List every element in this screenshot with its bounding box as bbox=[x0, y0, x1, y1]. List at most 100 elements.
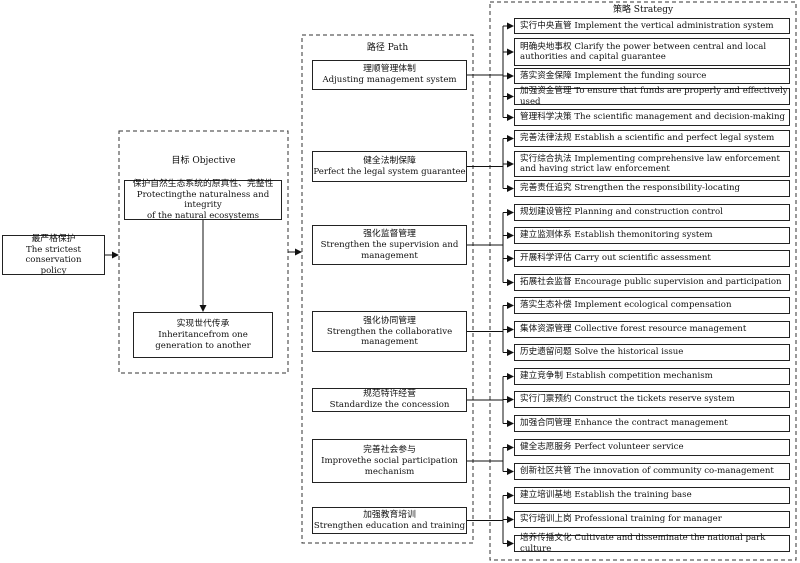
strategy-zh-label: 建立监测体系 bbox=[520, 230, 572, 241]
strategy-en-label: The innovation of community co-managemen… bbox=[574, 466, 774, 477]
strategy-text: 历史遗留问题 Solve the historical issue bbox=[520, 347, 789, 357]
strategy-group-label: 策略 Strategy bbox=[612, 5, 674, 15]
strategy-box: 集体资源管理 Collective forest resource manage… bbox=[514, 321, 790, 338]
strategy-text: 加强资金管理 To ensure that funds are properly… bbox=[520, 86, 789, 107]
path-en-label: Perfect the legal system guarantee bbox=[313, 166, 466, 177]
path-group-frame bbox=[301, 34, 474, 544]
path-en-label: Standardize the concession bbox=[329, 400, 450, 411]
objective-en-label: Inheritancefrom one generation to anothe… bbox=[155, 330, 251, 351]
path-zh-label: 加强教育培训 bbox=[363, 509, 416, 520]
path-zh-label: 规范特许经营 bbox=[363, 389, 416, 400]
strategy-zh-label: 完善责任追究 bbox=[520, 183, 572, 194]
strategy-box: 管理科学决策 The scientific management and dec… bbox=[514, 109, 790, 126]
strategy-box: 明确央地事权 Clarify the power between central… bbox=[514, 38, 790, 66]
strategy-zh-label: 明确央地事权 bbox=[520, 41, 572, 52]
strategy-box: 规划建设管控 Planning and construction control bbox=[514, 204, 790, 221]
strategy-en-label: Establish a scientific and perfect legal… bbox=[574, 133, 775, 144]
strategy-en-label: Establish competition mechanism bbox=[565, 371, 713, 382]
strategy-en-label: Solve the historical issue bbox=[574, 347, 684, 358]
strategy-en-label: Enhance the contract management bbox=[574, 418, 728, 429]
strategy-zh-label: 实行综合执法 bbox=[520, 153, 572, 164]
strategy-box: 实行门票预约 Construct the tickets reserve sys… bbox=[514, 391, 790, 408]
strategy-group-frame bbox=[489, 1, 797, 561]
strategy-zh-label: 加强资金管理 bbox=[520, 86, 572, 97]
path-zh-label: 理顺管理体制 bbox=[363, 64, 416, 75]
strategy-en-label: Perfect volunteer service bbox=[574, 442, 684, 453]
path-en-label: Strengthen the collaborative management bbox=[326, 326, 453, 347]
strategy-box: 开展科学评估 Carry out scientific assessment bbox=[514, 250, 790, 267]
strategy-zh-label: 拓展社会监督 bbox=[520, 277, 572, 288]
strategy-en-label: Planning and construction control bbox=[574, 207, 723, 218]
strategy-en-label: Collective forest resource management bbox=[574, 324, 747, 335]
strategy-text: 集体资源管理 Collective forest resource manage… bbox=[520, 324, 789, 334]
strategy-text: 开展科学评估 Carry out scientific assessment bbox=[520, 253, 789, 263]
strategy-en-label: Carry out scientific assessment bbox=[574, 253, 711, 264]
strategy-en-label: Strengthen the responsibility-locating bbox=[574, 183, 741, 194]
strategy-text: 实行培训上岗 Professional training for manager bbox=[520, 514, 789, 524]
strategy-zh-label: 历史遗留问题 bbox=[520, 347, 572, 358]
strategy-box: 落实资金保障 Implement the funding source bbox=[514, 68, 790, 84]
root-en-label: The strictest conservation policy bbox=[25, 244, 82, 276]
strategy-en-label: Implementing comprehensive law enforceme… bbox=[520, 153, 780, 174]
strategy-zh-label: 建立培训基地 bbox=[520, 490, 572, 501]
strategy-en-label: To ensure that funds are properly and ef… bbox=[520, 86, 788, 107]
strategy-zh-label: 管理科学决策 bbox=[520, 112, 572, 123]
strategy-zh-label: 落实生态补偿 bbox=[520, 300, 572, 311]
path-zh-label: 强化协同管理 bbox=[363, 315, 416, 326]
objective-en-label: Protectingthe naturalness and integrity … bbox=[136, 189, 270, 221]
strategy-box: 培养传播文化 Cultivate and disseminate the nat… bbox=[514, 533, 790, 554]
strategy-text: 完善责任追究 Strengthen the responsibility-loc… bbox=[520, 183, 789, 193]
strategy-zh-label: 建立竞争制 bbox=[520, 371, 563, 382]
strategy-zh-label: 实行中央直管 bbox=[520, 20, 572, 31]
strategy-text: 管理科学决策 The scientific management and dec… bbox=[520, 112, 789, 122]
strategy-en-label: Construct the tickets reserve system bbox=[574, 394, 735, 405]
objective-group-label: 目标 Objective bbox=[171, 156, 236, 166]
strategy-text: 落实生态补偿 Implement ecological compensation bbox=[520, 300, 789, 310]
strategy-box: 建立竞争制 Establish competition mechanism bbox=[514, 368, 790, 385]
strategy-box: 健全志愿服务 Perfect volunteer service bbox=[514, 439, 790, 456]
strategy-box: 完善责任追究 Strengthen the responsibility-loc… bbox=[514, 180, 790, 197]
path-group-label: 路径 Path bbox=[366, 43, 409, 53]
strategy-en-label: The scientific management and decision-m… bbox=[574, 112, 786, 123]
strategy-zh-label: 健全志愿服务 bbox=[520, 442, 572, 453]
strategy-text: 规划建设管控 Planning and construction control bbox=[520, 207, 789, 217]
objective-zh-label: 保护自然生态系统的原真性、完整性 bbox=[132, 178, 274, 189]
strategy-en-label: Implement ecological compensation bbox=[574, 300, 732, 311]
strategy-en-label: Implement the vertical administration sy… bbox=[574, 20, 774, 31]
strategy-en-label: Establish the training base bbox=[574, 490, 692, 501]
objective-box: 实现世代传承 Inheritancefrom one generation to… bbox=[133, 312, 273, 358]
strategy-text: 培养传播文化 Cultivate and disseminate the nat… bbox=[520, 533, 789, 554]
strategy-zh-label: 培养传播文化 bbox=[520, 533, 572, 544]
strategy-box: 拓展社会监督 Encourage public supervision and … bbox=[514, 274, 790, 291]
strategy-text: 落实资金保障 Implement the funding source bbox=[520, 71, 789, 81]
strategy-box: 建立培训基地 Establish the training base bbox=[514, 487, 790, 504]
strategy-text: 实行综合执法 Implementing comprehensive law en… bbox=[520, 154, 789, 175]
strategy-en-label: Encourage public supervision and partici… bbox=[574, 277, 782, 288]
strategy-zh-label: 开展科学评估 bbox=[520, 253, 572, 264]
objective-zh-label: 实现世代传承 bbox=[176, 319, 230, 330]
strategy-text: 建立培训基地 Establish the training base bbox=[520, 490, 789, 500]
strategy-text: 建立监测体系 Establish themonitoring system bbox=[520, 230, 789, 240]
path-en-label: Strengthen education and training bbox=[313, 520, 466, 531]
strategy-box: 实行综合执法 Implementing comprehensive law en… bbox=[514, 151, 790, 177]
strategy-zh-label: 创新社区共管 bbox=[520, 466, 572, 477]
strategy-box: 建立监测体系 Establish themonitoring system bbox=[514, 227, 790, 244]
strategy-en-label: Clarify the power between central and lo… bbox=[520, 41, 767, 62]
strategy-box: 实行中央直管 Implement the vertical administra… bbox=[514, 18, 790, 34]
strategy-text: 建立竞争制 Establish competition mechanism bbox=[520, 371, 789, 381]
path-en-label: Adjusting management system bbox=[322, 75, 457, 86]
strategy-zh-label: 落实资金保障 bbox=[520, 70, 572, 81]
objective-box: 保护自然生态系统的原真性、完整性 Protectingthe naturalne… bbox=[124, 178, 282, 221]
strategy-text: 加强合同管理 Enhance the contract management bbox=[520, 418, 789, 428]
strategy-zh-label: 完善法律法规 bbox=[520, 133, 572, 144]
path-zh-label: 强化监督管理 bbox=[363, 229, 416, 240]
strategy-box: 加强合同管理 Enhance the contract management bbox=[514, 415, 790, 432]
strategy-text: 实行中央直管 Implement the vertical administra… bbox=[520, 21, 789, 31]
path-en-label: Strengthen the supervision and managemen… bbox=[320, 240, 459, 261]
